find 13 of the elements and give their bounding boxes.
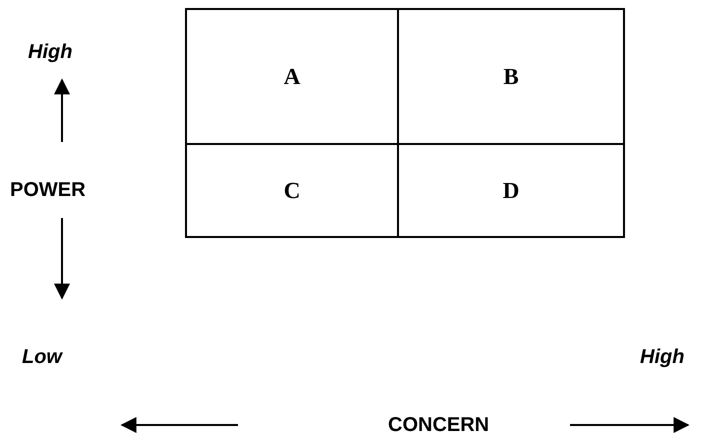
grid-cell bbox=[185, 8, 399, 145]
cell-letter: B bbox=[503, 64, 519, 90]
cell-letter: A bbox=[284, 64, 300, 90]
grid-cell bbox=[397, 143, 625, 238]
cell-letter: D bbox=[502, 178, 520, 204]
axis-title: POWER bbox=[10, 180, 86, 200]
axis-end-label: High bbox=[28, 42, 72, 62]
grid-cell bbox=[185, 143, 399, 238]
cell-letter: C bbox=[284, 178, 300, 204]
grid-cell bbox=[397, 8, 625, 145]
axis-title: CONCERN bbox=[388, 415, 490, 435]
axis-end-label: Low bbox=[22, 347, 62, 367]
axis-end-label: High bbox=[640, 347, 684, 367]
